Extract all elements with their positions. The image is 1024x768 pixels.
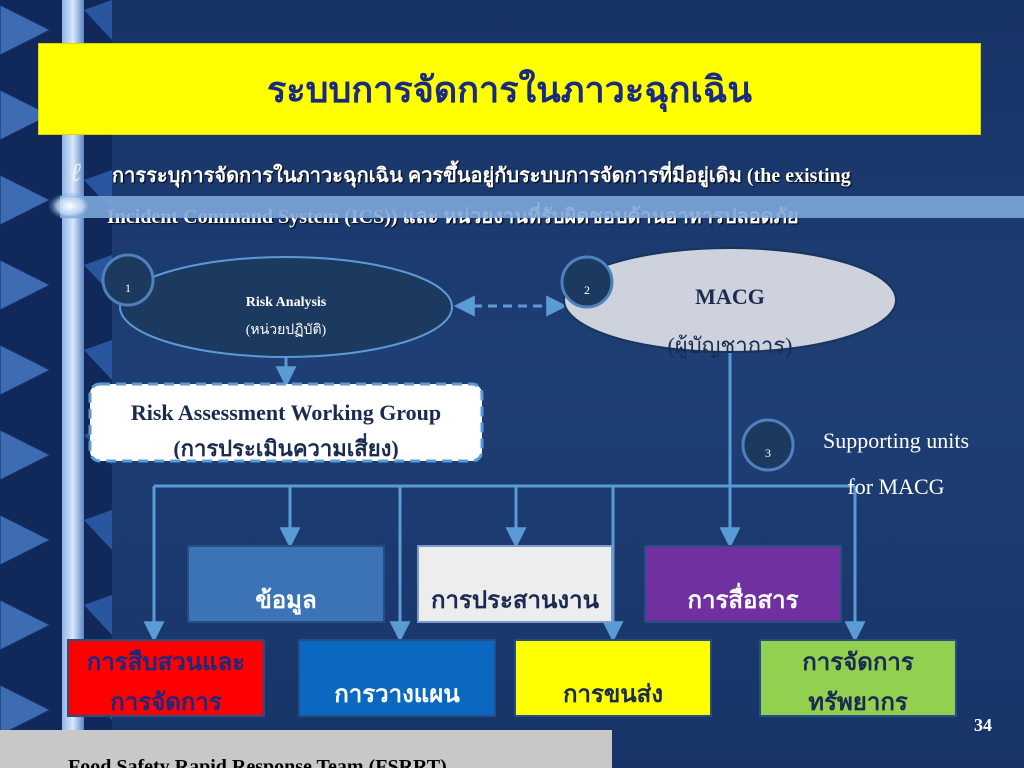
- glow-orb: [48, 192, 92, 220]
- macg-title: MACG: [695, 284, 765, 309]
- badge-3-number: 3: [765, 446, 771, 460]
- resources-label-line-1: การจัดการ: [802, 650, 914, 676]
- logistics-label: การขนส่ง: [562, 682, 664, 708]
- page-number: 34: [974, 715, 992, 735]
- investigation-label-line-1: การสืบสวนและ: [86, 650, 246, 676]
- footer-text: Food Safety Rapid Response Team (FSRRT): [68, 756, 447, 768]
- communication-box: การสื่อสาร: [644, 545, 842, 623]
- badge-2-number: 2: [584, 283, 590, 297]
- planning-label: การวางแผน: [334, 682, 460, 708]
- bullet-icon: ℓ: [70, 158, 81, 187]
- resources-box: การจัดการ ทรัพยากร: [759, 639, 957, 717]
- bullet-text-line-1: การระบุการจัดการในภาวะฉุกเฉิน ควรขึ้นอยู…: [112, 165, 851, 187]
- risk-analysis-title: Risk Analysis: [245, 295, 327, 310]
- badge-1: [101, 253, 155, 307]
- logistics-box: การขนส่ง: [514, 639, 712, 717]
- investigation-box: การสืบสวนและ การจัดการ: [67, 639, 265, 717]
- rawg-line-2: (การประเมินความเสี่ยง): [173, 436, 399, 459]
- page-title: ระบบการจัดการในภาวะฉุกเฉิน: [267, 69, 752, 110]
- badge-1-number: 1: [125, 281, 131, 295]
- rawg-line-1: Risk Assessment Working Group: [130, 400, 442, 425]
- supporting-units-line-2: for MACG: [847, 474, 945, 499]
- rawg-box: [88, 382, 484, 463]
- info-label: ข้อมูล: [255, 588, 317, 614]
- rawg-text: Risk Assessment Working Group (การประเมิ…: [92, 386, 480, 459]
- title-banner: ระบบการจัดการในภาวะฉุกเฉิน: [38, 43, 981, 135]
- footer-bar: Food Safety Rapid Response Team (FSRRT): [0, 730, 612, 768]
- coordination-label: การประสานงาน: [430, 588, 600, 614]
- resources-label-line-2: ทรัพยากร: [808, 690, 908, 716]
- coordination-box: การประสานงาน: [417, 545, 613, 623]
- investigation-label-line-2: การจัดการ: [110, 690, 222, 716]
- glow-bar: [60, 196, 1024, 218]
- planning-box: การวางแผน: [298, 639, 496, 717]
- badge-2: [560, 255, 614, 309]
- communication-label: การสื่อสาร: [687, 588, 799, 614]
- info-box: ข้อมูล: [187, 545, 385, 623]
- macg-subtitle: (ผู้บัญชาการ): [667, 333, 793, 358]
- supporting-units-line-1: Supporting units: [822, 428, 970, 453]
- badge-3: [741, 418, 795, 472]
- risk-analysis-subtitle: (หน่วยปฏิบัติ): [245, 323, 327, 338]
